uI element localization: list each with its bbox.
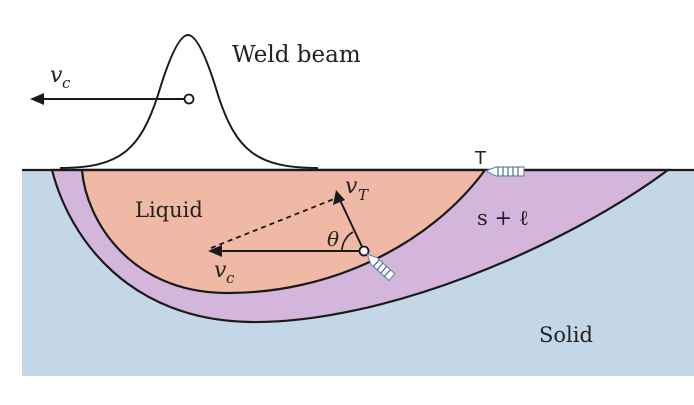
liquid-label: Liquid: [135, 198, 203, 222]
beam-arrowhead: [30, 93, 44, 105]
weld-beam-label: Weld beam: [232, 42, 361, 68]
beam-center-point: [185, 95, 194, 104]
beam-velocity-sub: c: [62, 74, 71, 92]
mushy-zone-label: s + ℓ: [477, 206, 529, 230]
growth-velocity-sub: T: [358, 186, 369, 204]
angle-label: θ: [327, 227, 339, 251]
solid-label: Solid: [539, 323, 593, 347]
tip-marker-label: T: [474, 148, 487, 169]
beam-velocity-label: v c: [50, 63, 71, 92]
front-velocity-sub: c: [226, 269, 235, 287]
growth-velocity-main: v: [345, 174, 358, 199]
